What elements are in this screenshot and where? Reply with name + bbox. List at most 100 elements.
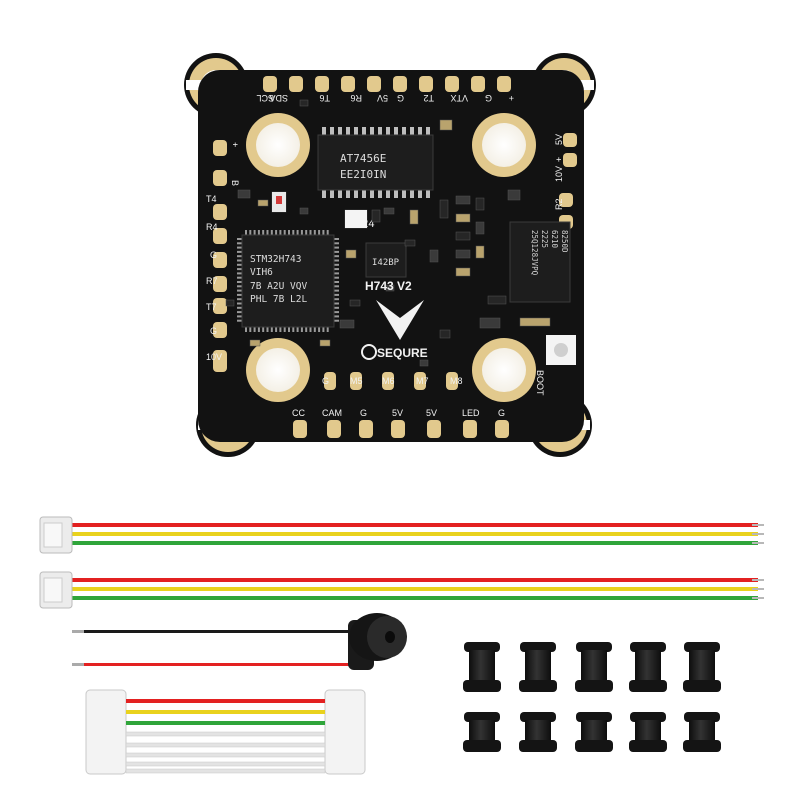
- ribbon-wire: [125, 731, 326, 737]
- chip-pin: [326, 230, 329, 236]
- smd-part: [409, 209, 419, 225]
- chip-pin: [237, 238, 243, 240]
- smd-part: [404, 239, 416, 247]
- led-lens: [276, 196, 282, 204]
- smd-part: [299, 207, 309, 215]
- chip-pin: [237, 289, 243, 292]
- servo-cable-1: [39, 516, 764, 554]
- chip-pin: [237, 302, 243, 305]
- flash-line-4: 8250D: [560, 230, 569, 253]
- ribbon-wire: [125, 742, 326, 748]
- chip-pin: [362, 127, 366, 136]
- osd-chip: AT7456E EE2I0IN: [317, 127, 434, 198]
- smd-part: [475, 245, 485, 259]
- left-pad-label: B: [230, 180, 240, 186]
- flash-chip: 25Q128JVPQ 2225 6210 8250D: [509, 221, 571, 303]
- smd-part: [439, 329, 451, 339]
- chip-pin: [245, 230, 247, 236]
- right-pad-label: +: [554, 157, 564, 162]
- top-pad-label: 5V: [377, 93, 388, 103]
- right-pad: [563, 153, 577, 167]
- chip-pin: [288, 326, 290, 332]
- top-pad-label: R6: [350, 93, 362, 103]
- chip-pin: [333, 302, 339, 305]
- top-pad: [445, 76, 459, 92]
- chip-pin: [249, 230, 252, 236]
- chip-pin: [237, 319, 243, 322]
- smd-part: [439, 119, 453, 131]
- smd-part: [429, 249, 439, 263]
- chip-pin: [354, 189, 358, 198]
- top-pad: [471, 76, 485, 92]
- top-pad: [263, 76, 277, 92]
- bottom-pad-label: CC: [292, 408, 305, 418]
- bottom-pad: [327, 420, 341, 438]
- chip-pin: [338, 189, 342, 198]
- smd-part: [487, 295, 507, 305]
- chip-pin: [333, 306, 339, 309]
- chip-pin: [237, 246, 243, 249]
- smd-part: [475, 221, 485, 235]
- brand-label: SEQURE: [377, 346, 428, 360]
- chip-pin: [322, 230, 325, 236]
- top-pad: [315, 76, 329, 92]
- chip-pin: [378, 127, 382, 136]
- smd-components: [225, 99, 551, 367]
- left-pad-label: +: [230, 142, 240, 147]
- chip-pin: [262, 326, 265, 332]
- mcu-line-3: 7B A2U VQV: [250, 281, 307, 292]
- smd-part: [339, 319, 355, 329]
- smd-part: [385, 284, 395, 292]
- chip-pin: [275, 326, 278, 332]
- chip-pin: [410, 127, 414, 136]
- chip-pin: [346, 189, 350, 198]
- chip-pin: [245, 326, 247, 332]
- chip-pin: [257, 230, 260, 236]
- chip-pin: [333, 315, 339, 318]
- flash-line-3: 6210: [550, 230, 559, 249]
- chip-pin: [318, 230, 321, 236]
- ribbon-wire: [126, 710, 325, 714]
- mcu-chip: STM32H743 VIH6 7B A2U VQV PHL 7B L2L: [237, 230, 339, 332]
- bottom-pad: [495, 420, 509, 438]
- gyro-chip: I42BP: [365, 242, 407, 278]
- chip-pin: [275, 230, 278, 236]
- motor-pad: [446, 372, 458, 390]
- chip-pin: [300, 230, 303, 236]
- ribbon-wire: [126, 721, 325, 725]
- chip-pin: [309, 326, 312, 332]
- bottom-pad-label: 5V: [392, 408, 403, 418]
- crystal: [345, 210, 367, 228]
- chip-pin: [313, 326, 316, 332]
- chip-pin: [283, 326, 286, 332]
- mount-hole-bottom-left: [246, 338, 310, 402]
- right-pad: [559, 193, 573, 207]
- bottom-pad: [293, 420, 307, 438]
- motor-pad: [382, 372, 394, 390]
- smd-part: [519, 317, 551, 327]
- chip-pin: [270, 326, 273, 332]
- smd-part: [439, 199, 449, 219]
- top-pad: [419, 76, 433, 92]
- left-pad: [213, 228, 227, 244]
- chip-pin: [266, 326, 269, 332]
- smd-part: [455, 231, 471, 241]
- left-pad: [213, 322, 227, 338]
- chip-pin: [237, 268, 243, 271]
- damper-bottom-row: [519, 712, 557, 752]
- chip-pin: [283, 230, 286, 236]
- chip-pin: [292, 326, 295, 332]
- smd-part: [345, 249, 357, 259]
- ribbon-wire: [125, 768, 326, 774]
- motor-pad: [350, 372, 362, 390]
- model-label: H743 V2: [365, 279, 412, 293]
- bottom-pad: [427, 420, 441, 438]
- top-pad-label: SCL: [256, 93, 274, 103]
- smd-part: [257, 199, 269, 207]
- chip-pin: [237, 263, 243, 266]
- ribbon-wire: [126, 699, 325, 703]
- chip-pin: [237, 298, 243, 301]
- flash-line-2: 2225: [540, 230, 549, 248]
- smd-part: [237, 189, 251, 199]
- chip-pin: [370, 127, 374, 136]
